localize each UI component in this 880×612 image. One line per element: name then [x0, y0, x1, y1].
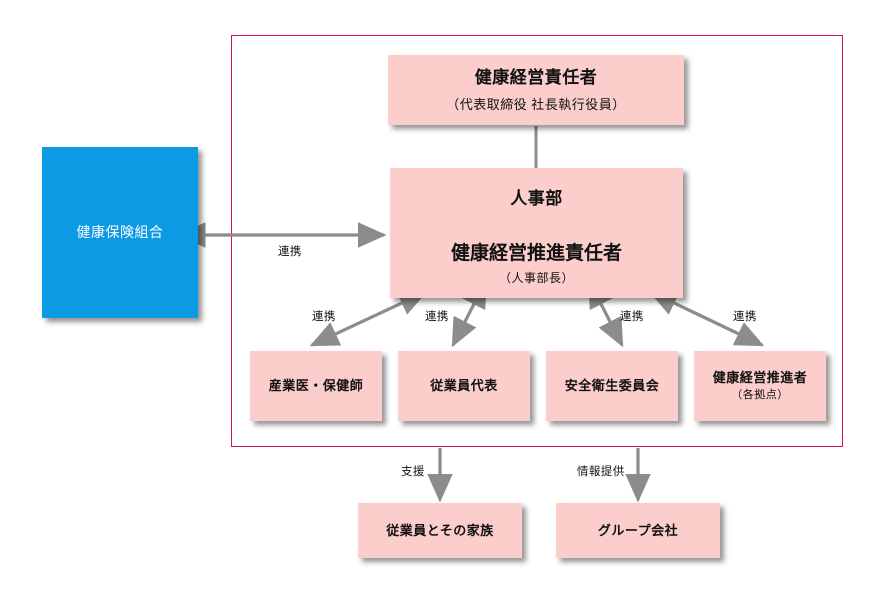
connector-label-support: 支援 — [401, 466, 425, 478]
node-label: 安全衛生委員会 — [564, 378, 660, 394]
node-hr-department-name: 人事部 — [510, 189, 563, 208]
node-label: 産業医・保健師 — [268, 378, 364, 394]
node-health-management-officer[interactable]: 健康経営責任者 （代表取締役 社長執行役員） — [388, 55, 684, 125]
node-label: 従業員代表 — [430, 378, 498, 394]
node-kenpo-label: 健康保険組合 — [76, 224, 164, 241]
node-occupational-physician-nurse[interactable]: 産業医・保健師 — [250, 351, 382, 421]
node-hr-role-title: 健康経営推進責任者 — [450, 242, 622, 264]
node-label: 健康経営推進者 — [712, 369, 808, 385]
node-employees-and-families[interactable]: 従業員とその家族 — [358, 503, 522, 558]
node-health-insurance-association[interactable]: 健康保険組合 — [42, 147, 198, 318]
connector-label-hr-suishin: 連携 — [733, 311, 757, 323]
node-hr-role-subtitle: （人事部長） — [498, 270, 574, 285]
node-exec-subtitle: （代表取締役 社長執行役員） — [446, 96, 626, 112]
connector-label-information-provision: 情報提供 — [577, 466, 625, 478]
node-label: グループ会社 — [597, 522, 679, 538]
connector-label-hr-sangyoui: 連携 — [312, 311, 336, 323]
node-health-management-promoter[interactable]: 健康経営推進者 （各拠点） — [694, 351, 826, 421]
node-label: 従業員とその家族 — [386, 522, 494, 538]
node-group-companies[interactable]: グループ会社 — [556, 503, 720, 558]
node-exec-title: 健康経営責任者 — [474, 67, 598, 87]
node-hr-department[interactable]: 人事部 健康経営推進責任者 （人事部長） — [390, 168, 683, 298]
connector-label-kenpo-hr: 連携 — [278, 246, 302, 258]
connector-label-hr-anzen: 連携 — [620, 311, 644, 323]
connector-label-hr-daihyo: 連携 — [425, 311, 449, 323]
node-safety-health-committee[interactable]: 安全衛生委員会 — [546, 351, 678, 421]
node-sublabel: （各拠点） — [731, 389, 789, 402]
node-employee-representative[interactable]: 従業員代表 — [398, 351, 530, 421]
